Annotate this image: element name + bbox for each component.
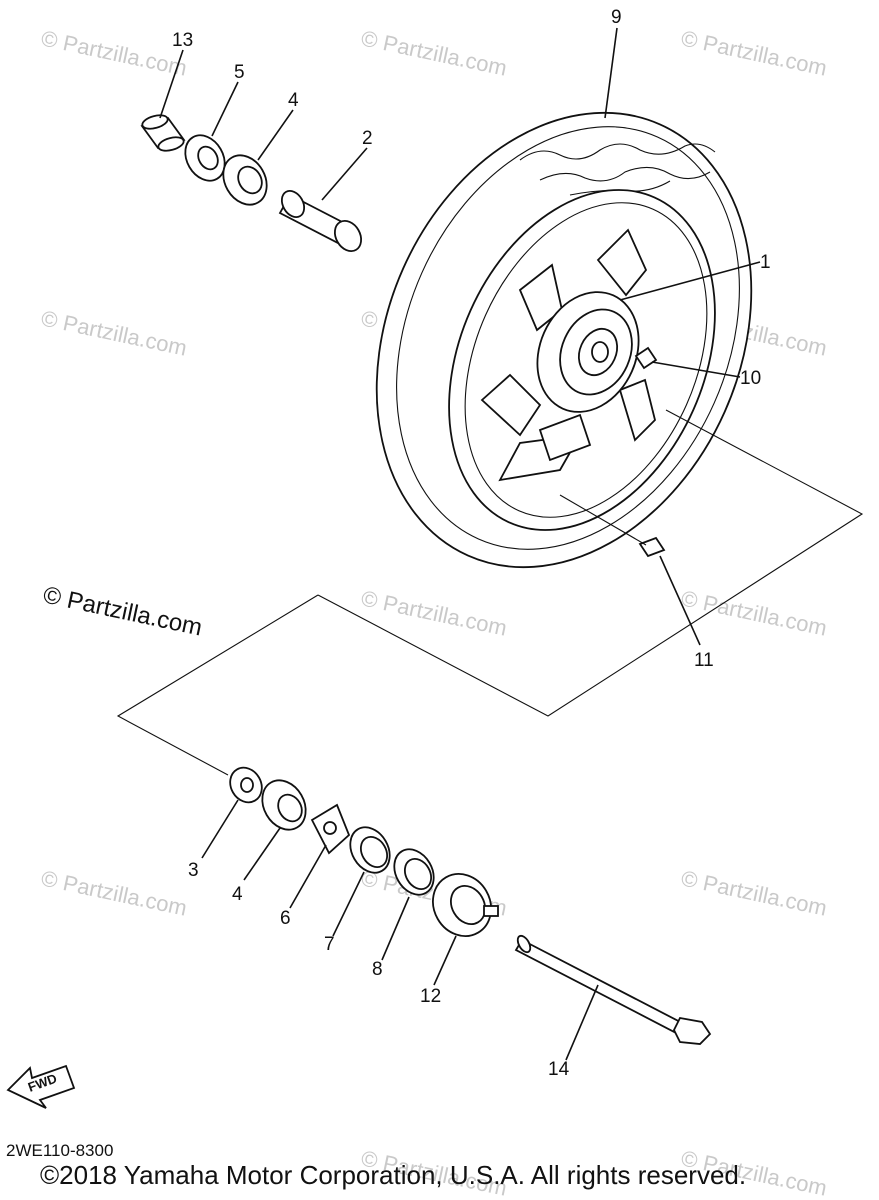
watermark-prominent: © Partzilla.com [41,581,205,641]
wheel-assembly [375,111,753,569]
label-12: 12 [420,986,441,1007]
watermark: © Partzilla.com [39,865,189,920]
axle-14 [514,934,712,1045]
label-14: 14 [548,1059,570,1080]
label-5: 5 [234,62,245,83]
label-9: 9 [611,7,622,28]
watermark: © Partzilla.com [359,25,509,80]
diagram-code: 2WE110-8300 [6,1141,114,1160]
gear-unit-12 [432,873,499,937]
gear-7 [349,826,391,874]
label-13: 13 [172,30,193,51]
watermark: © Partzilla.com [679,865,829,920]
copyright-notice: ©2018 Yamaha Motor Corporation, U.S.A. A… [40,1160,747,1190]
washer-3 [229,766,263,804]
label-8: 8 [372,959,383,980]
label-7: 7 [324,934,335,955]
leader-lines-bottom [201,799,599,1061]
label-2: 2 [362,128,373,149]
oil-seal-5 [184,134,226,182]
bracket-lines [116,409,864,776]
label-3: 3 [188,860,199,881]
label-4-top: 4 [288,90,299,111]
label-6: 6 [280,908,291,929]
watermark: © Partzilla.com [39,25,189,80]
retainer-6 [310,803,351,855]
watermark: © Partzilla.com [359,585,509,640]
part-labels: 13 5 4 2 9 1 10 11 3 4 6 7 8 12 14 [172,7,771,1080]
collar-13 [140,114,186,152]
bearing-4-top [222,154,268,206]
spacer-2 [278,189,363,252]
label-10: 10 [740,368,761,389]
seal-8 [393,848,435,896]
label-11: 11 [694,650,714,671]
watermark: © Partzilla.com [679,585,829,640]
fwd-arrow-icon: FWD [6,1064,76,1109]
watermark: © Partzilla.com [39,305,189,360]
watermark: © Partzilla.com [679,25,829,80]
leader-lines-top [159,27,761,378]
bearing-4-bottom [261,779,307,831]
label-1: 1 [760,252,771,273]
label-4-bottom: 4 [232,884,243,905]
